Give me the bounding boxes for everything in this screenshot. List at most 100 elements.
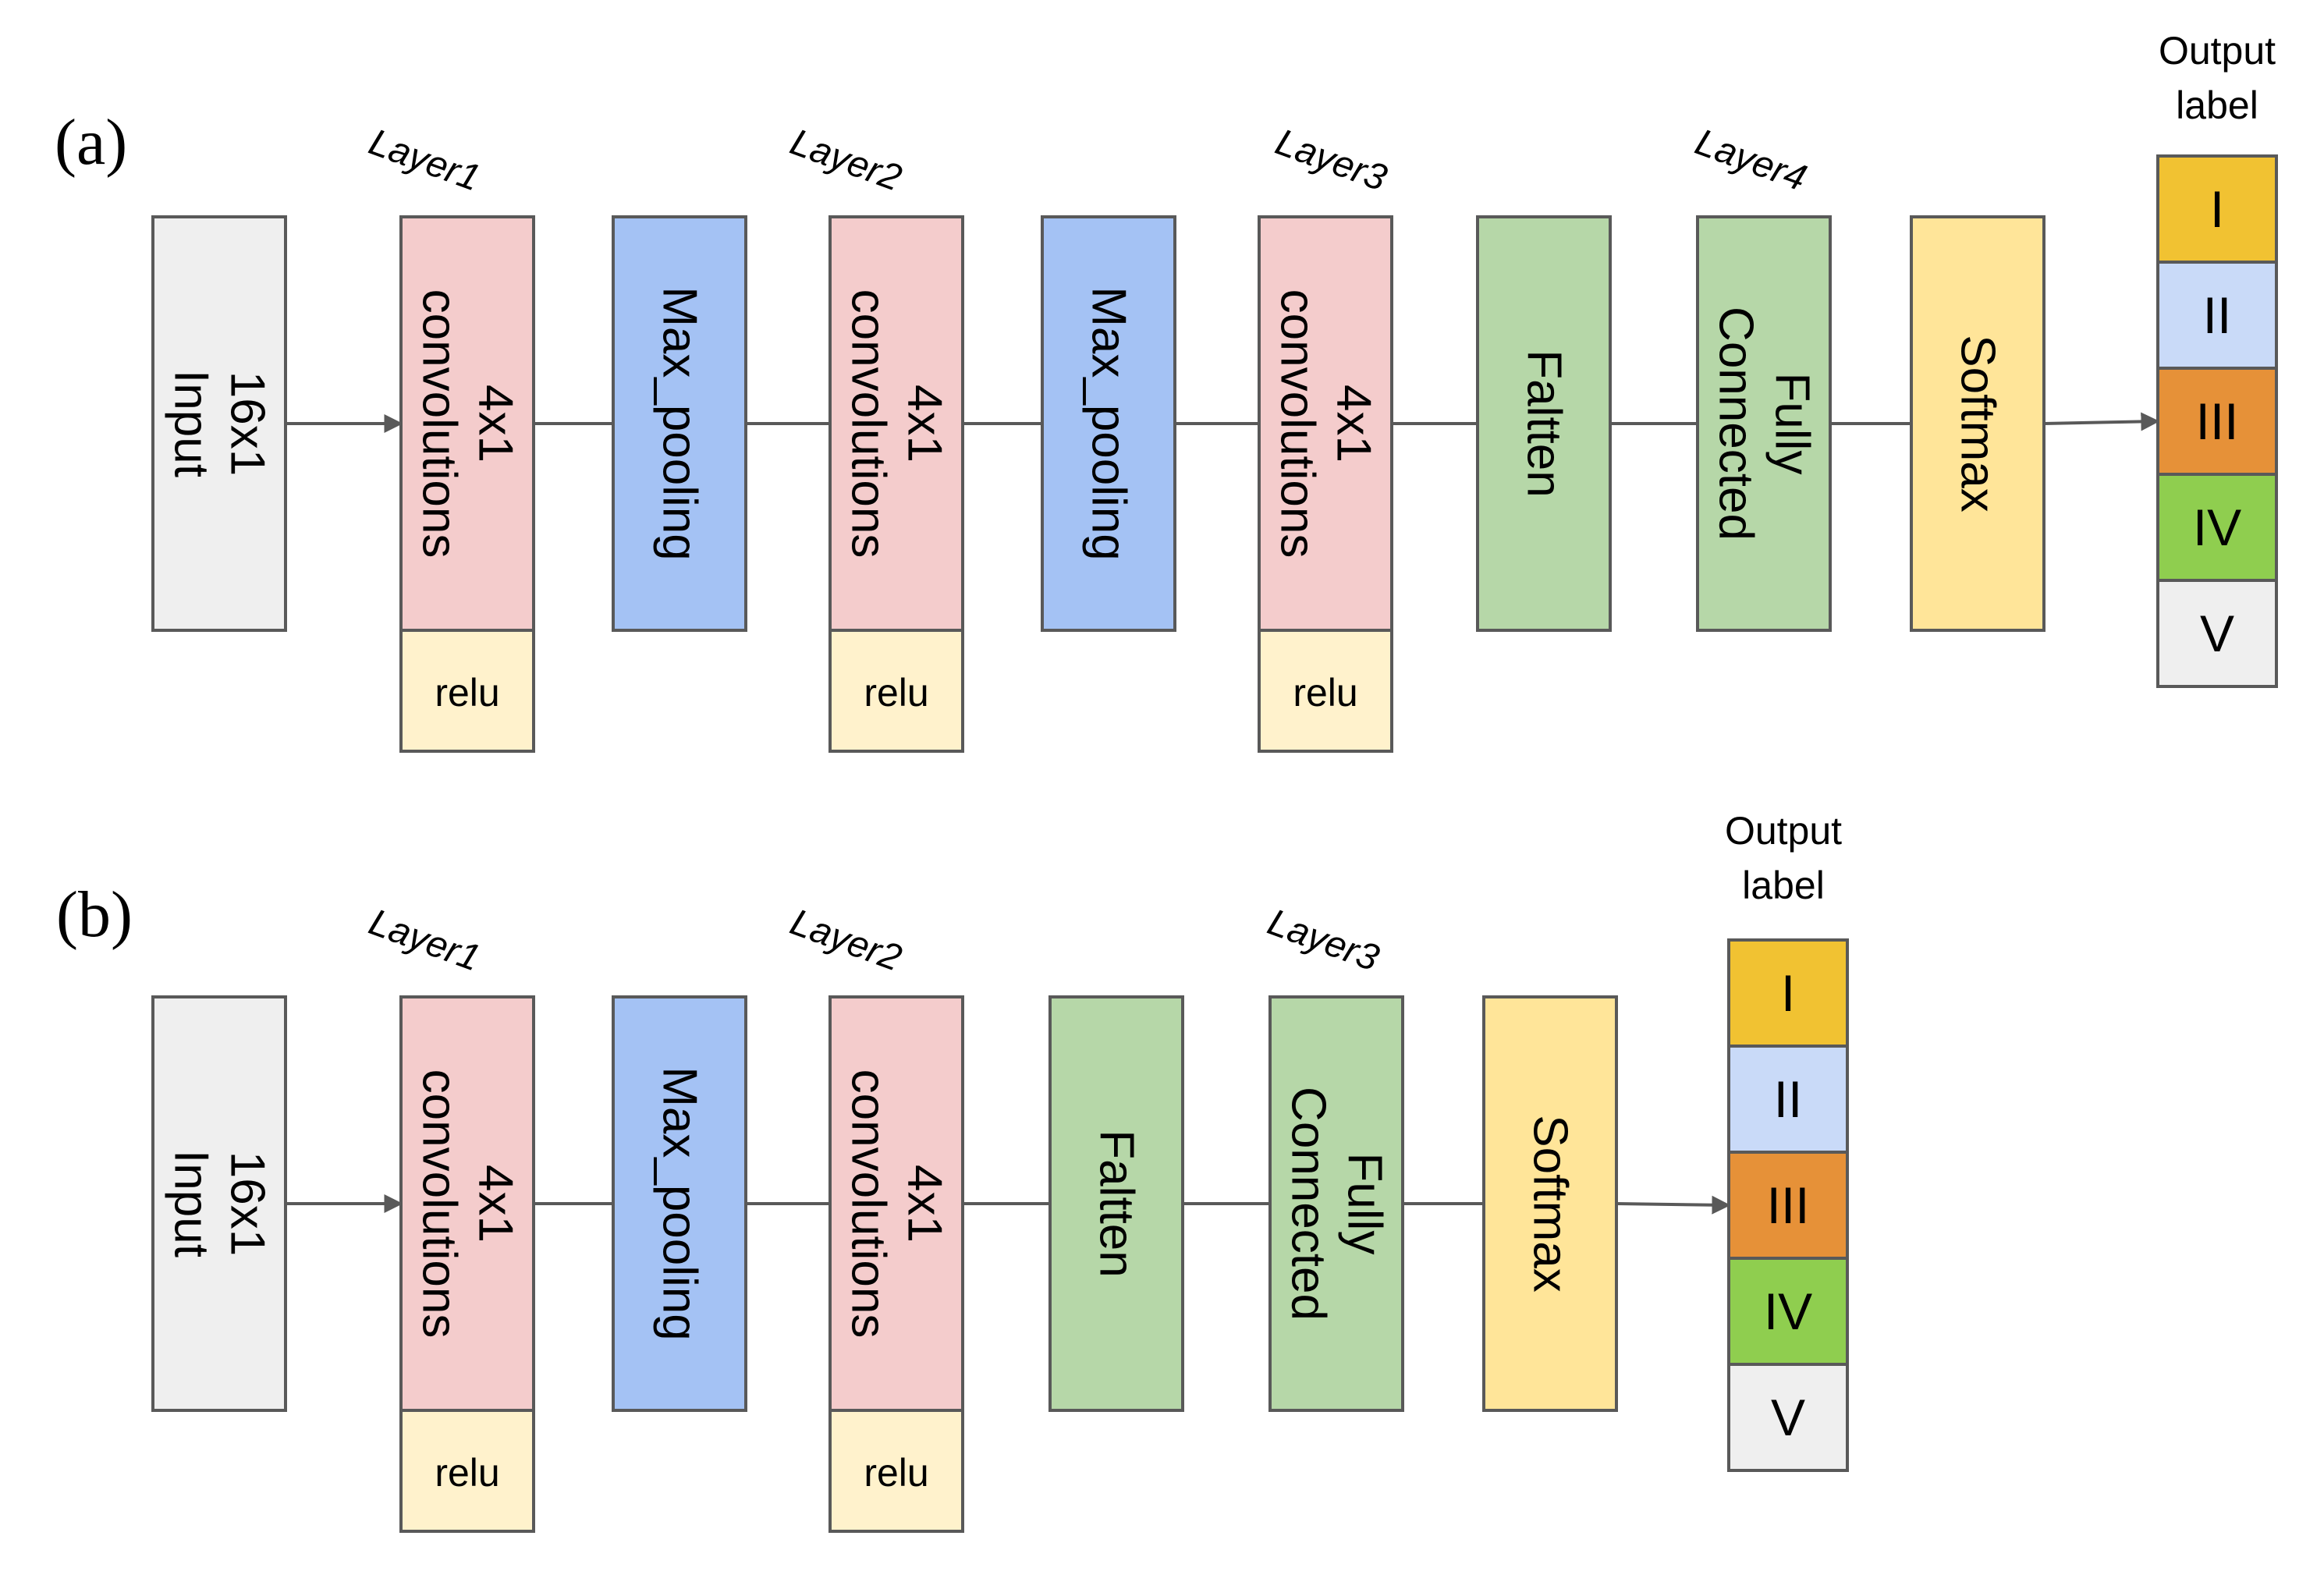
block-label: 4x1	[898, 1165, 952, 1243]
block-rect	[612, 995, 747, 1412]
block-label: convolutions	[842, 289, 896, 559]
relu-rect	[828, 1409, 964, 1533]
block-label: convolutions	[1271, 289, 1325, 559]
block-label: Fully	[1338, 1153, 1392, 1255]
relu-label: relu	[435, 671, 499, 715]
layer-label: Layer3	[1270, 122, 1392, 200]
block-rect	[151, 215, 287, 632]
block-rect	[399, 215, 535, 632]
maxpool-block: Max_pooling	[612, 215, 747, 632]
relu-block: relu	[1258, 629, 1393, 753]
block-label: convolutions	[413, 289, 467, 559]
output-title: label	[2176, 83, 2258, 127]
relu-block: relu	[399, 629, 535, 753]
class-rect	[2156, 579, 2278, 688]
block-label: 4x1	[898, 385, 952, 463]
block-rect	[151, 995, 287, 1412]
block-label: Softmax	[1951, 335, 2005, 512]
output-title: Output	[1725, 809, 1842, 853]
block-label: Max_pooling	[653, 286, 707, 561]
block-rect	[1048, 995, 1184, 1412]
output-title: Output	[2159, 29, 2276, 73]
block-label: 4x1	[469, 1165, 523, 1243]
class-label: IV	[2193, 498, 2241, 556]
layer-label: Layer4	[1690, 122, 1811, 200]
class-label: V	[1771, 1389, 1805, 1446]
relu-rect	[828, 629, 964, 753]
class-rect	[2156, 367, 2278, 476]
class-label: IV	[1764, 1282, 1812, 1340]
block-label: convolutions	[842, 1069, 896, 1339]
class-label: V	[2200, 605, 2234, 662]
relu-rect	[399, 629, 535, 753]
class-cell: IV	[1727, 1257, 1849, 1366]
relu-label: relu	[435, 1451, 499, 1495]
block-rect	[1041, 215, 1176, 632]
maxpool-block: Max_pooling	[1041, 215, 1176, 632]
relu-label: relu	[1293, 671, 1357, 715]
block-rect	[612, 215, 747, 632]
block-label: Faltten	[1090, 1130, 1144, 1278]
relu-label: relu	[864, 671, 928, 715]
block-label: convolutions	[413, 1069, 467, 1339]
block-rect	[1268, 995, 1404, 1412]
block-label: Connected	[1709, 307, 1763, 541]
class-label: II	[2203, 286, 2232, 344]
class-label: I	[1781, 964, 1795, 1022]
block-label: 4x1	[469, 385, 523, 463]
layer-label: Layer3	[1262, 902, 1384, 980]
class-cell: II	[2156, 261, 2278, 370]
block-label: Softmax	[1524, 1115, 1577, 1292]
relu-label: relu	[864, 1451, 928, 1495]
block-rect	[1258, 215, 1393, 632]
class-rect	[1727, 938, 1849, 1048]
block-label: Input	[165, 370, 218, 477]
class-rect	[1727, 1257, 1849, 1366]
layer-label: Layer1	[364, 122, 485, 200]
layer-label: Layer2	[785, 902, 907, 980]
class-cell: III	[1727, 1151, 1849, 1260]
block-rect	[1696, 215, 1832, 632]
output-arrow	[1616, 1195, 1731, 1215]
class-cell: I	[2156, 154, 2278, 264]
block-rect	[1482, 995, 1618, 1412]
class-cell: II	[1727, 1045, 1849, 1154]
block-label: Faltten	[1517, 349, 1571, 498]
class-label: III	[2195, 392, 2238, 450]
class-cell: V	[1727, 1363, 1849, 1472]
panel-label: (b)	[56, 878, 133, 951]
block-rect	[828, 995, 964, 1412]
softmax-block: Softmax	[1910, 215, 2045, 632]
class-rect	[1727, 1151, 1849, 1260]
class-rect	[2156, 473, 2278, 582]
class-rect	[2156, 261, 2278, 370]
block-label: Max_pooling	[653, 1066, 707, 1341]
layer-label: Layer1	[364, 902, 485, 980]
class-cell: III	[2156, 367, 2278, 476]
block-rect	[828, 215, 964, 632]
output-arrow	[2043, 412, 2160, 431]
block-rect	[399, 995, 535, 1412]
relu-block: relu	[828, 1409, 964, 1533]
class-cell: I	[1727, 938, 1849, 1048]
block-label: 4x1	[1327, 385, 1381, 463]
class-cell: V	[2156, 579, 2278, 688]
softmax-block: Softmax	[1482, 995, 1618, 1412]
class-label: II	[1774, 1070, 1803, 1128]
maxpool-block: Max_pooling	[612, 995, 747, 1412]
relu-rect	[1258, 629, 1393, 753]
dense-block: Faltten	[1476, 215, 1612, 632]
block-label: Connected	[1282, 1087, 1336, 1321]
relu-block: relu	[399, 1409, 535, 1533]
